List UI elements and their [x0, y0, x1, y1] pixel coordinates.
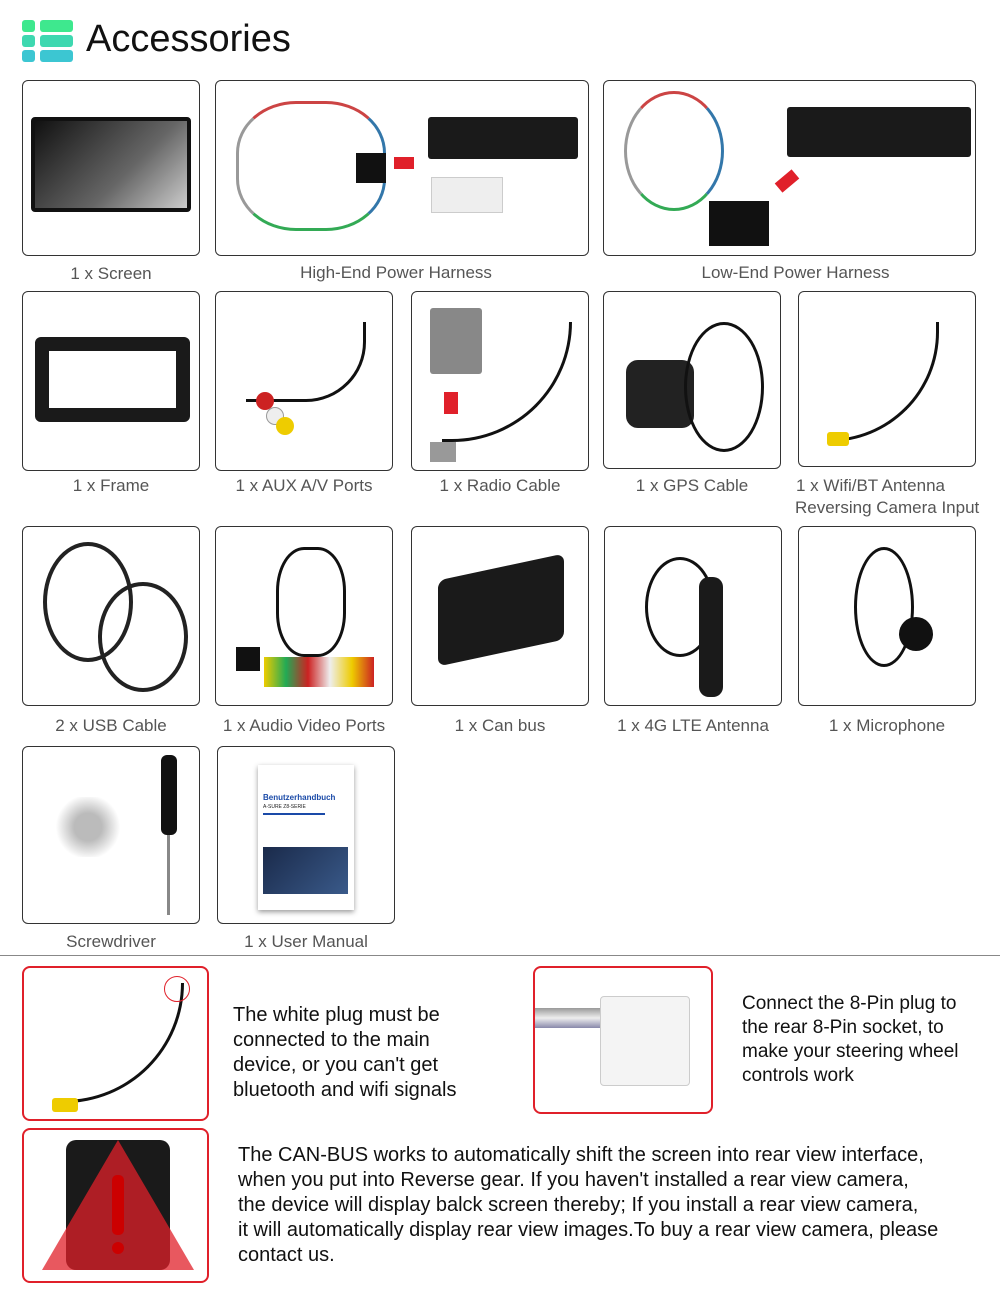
- microphone-image: [798, 526, 976, 706]
- caption: 1 x Radio Cable: [439, 476, 561, 495]
- caption: 1 x 4G LTE Antenna: [617, 716, 769, 735]
- gps-cable-image: [603, 291, 781, 469]
- caption: Screwdriver: [66, 932, 156, 951]
- note-line: the device will display balck screen the…: [238, 1194, 919, 1216]
- list-icon: [22, 20, 74, 62]
- manual-title: Benutzerhandbuch: [263, 793, 336, 802]
- caption: 1 x User Manual: [244, 932, 368, 951]
- canbus-note: The CAN-BUS works to automatically shift…: [238, 1143, 938, 1268]
- divider: [0, 955, 1000, 956]
- caption: 1 x Wifi/BT Antenna: [796, 476, 945, 495]
- caption: Low-End Power Harness: [701, 263, 890, 282]
- rear-camera-warning-image: [22, 1128, 209, 1283]
- caption: 1 x Screen: [70, 264, 152, 283]
- canbus-image: [411, 526, 589, 706]
- note-line: Connect the 8-Pin plug to: [742, 993, 957, 1014]
- white-plug-image: [22, 966, 209, 1121]
- low-end-harness-image: [603, 80, 976, 256]
- note-line: contact us.: [238, 1244, 335, 1266]
- caption: 1 x Frame: [72, 476, 150, 495]
- note-line: bluetooth and wifi signals: [233, 1079, 457, 1101]
- screen-image: [22, 80, 200, 256]
- aux-av-image: [215, 291, 393, 471]
- caption: 1 x Can bus: [454, 716, 546, 735]
- note-line: The white plug must be: [233, 1004, 440, 1026]
- caption: 1 x Audio Video Ports: [222, 716, 386, 735]
- white-plug-note: The white plug must be connected to the …: [233, 1003, 456, 1103]
- note-line: it will automatically display rear view …: [238, 1219, 939, 1241]
- caption: 2 x USB Cable: [55, 716, 167, 735]
- note-line: connected to the main: [233, 1029, 430, 1051]
- page-title: Accessories: [86, 18, 291, 60]
- note-line: device, or you can't get: [233, 1054, 439, 1076]
- note-line: controls work: [742, 1065, 854, 1086]
- screwdriver-image: [22, 746, 200, 924]
- manual-subtitle: A-SURE Z8-SERIE: [263, 804, 306, 810]
- 4g-antenna-image: [604, 526, 782, 706]
- frame-image: [22, 291, 200, 471]
- note-line: The CAN-BUS works to automatically shift…: [238, 1144, 924, 1166]
- note-line: the rear 8-Pin socket, to: [742, 1017, 944, 1038]
- wifi-antenna-image: [798, 291, 976, 467]
- caption: 1 x GPS Cable: [635, 476, 749, 495]
- caption: 1 x AUX A/V Ports: [235, 476, 373, 495]
- audio-video-image: [215, 526, 393, 706]
- eight-pin-plug-image: [533, 966, 713, 1114]
- eight-pin-note: Connect the 8-Pin plug to the rear 8-Pin…: [742, 992, 959, 1088]
- note-line: when you put into Reverse gear. If you h…: [238, 1169, 909, 1191]
- note-line: make your steering wheel: [742, 1041, 959, 1062]
- high-end-harness-image: [215, 80, 589, 256]
- caption: Reversing Camera Input: [795, 498, 980, 517]
- usb-cable-image: [22, 526, 200, 706]
- caption: 1 x Microphone: [828, 716, 946, 735]
- radio-cable-image: [411, 291, 589, 471]
- caption: High-End Power Harness: [300, 263, 492, 282]
- user-manual-image: Benutzerhandbuch A-SURE Z8-SERIE: [217, 746, 395, 924]
